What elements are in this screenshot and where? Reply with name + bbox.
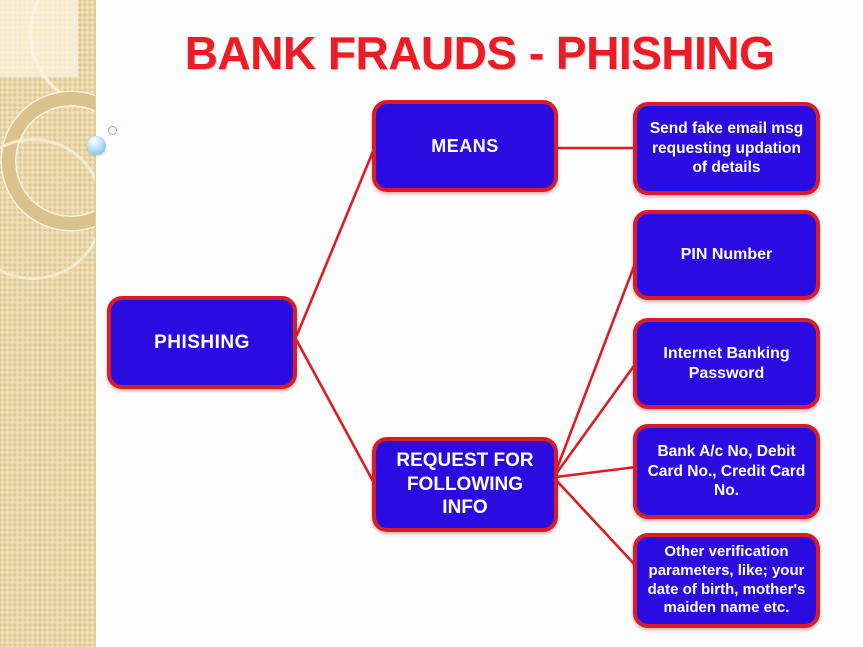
node-pin-number: PIN Number — [633, 210, 820, 300]
edge-request-info-other-verification — [554, 478, 638, 568]
node-send-fake-email: Send fake email msg requesting updation … — [633, 102, 820, 195]
node-bank-account-numbers: Bank A/c No, Debit Card No., Credit Card… — [633, 424, 820, 519]
edge-request-info-pin — [554, 259, 638, 473]
edge-phishing-means — [295, 147, 376, 337]
node-means-label: MEANS — [431, 135, 499, 156]
node-internet-banking-password: Internet Banking Password — [633, 318, 820, 409]
node-bank-account-numbers-label: Bank A/c No, Debit Card No., Credit Card… — [647, 443, 806, 500]
edge-request-info-ib-password — [554, 361, 638, 476]
sidebar-decoration — [0, 0, 96, 647]
node-internet-banking-password-label: Internet Banking Password — [663, 344, 790, 382]
node-phishing-label: PHISHING — [154, 331, 250, 353]
node-phishing: PHISHING — [107, 296, 297, 389]
node-request-following-info-label: REQUEST FOR FOLLOWING INFO — [396, 449, 534, 519]
slide-title: BANK FRAUDS - PHISHING — [184, 27, 775, 79]
title-area: BANK FRAUDS - PHISHING — [96, 26, 863, 80]
edge-phishing-request-info — [295, 339, 376, 485]
node-send-fake-email-label: Send fake email msg requesting updation … — [649, 120, 804, 177]
node-means: MEANS — [372, 100, 558, 192]
node-request-following-info: REQUEST FOR FOLLOWING INFO — [372, 437, 558, 532]
small-circle-decoration — [108, 126, 117, 135]
node-other-verification-parameters-label: Other verification parameters, like; you… — [647, 543, 806, 617]
sphere-bullet-decoration — [87, 136, 106, 155]
node-pin-number-label: PIN Number — [680, 246, 773, 263]
edge-request-info-bank-ac — [554, 465, 638, 479]
circle-decoration-bottom — [0, 138, 95, 280]
node-other-verification-parameters: Other verification parameters, like; you… — [633, 533, 820, 628]
